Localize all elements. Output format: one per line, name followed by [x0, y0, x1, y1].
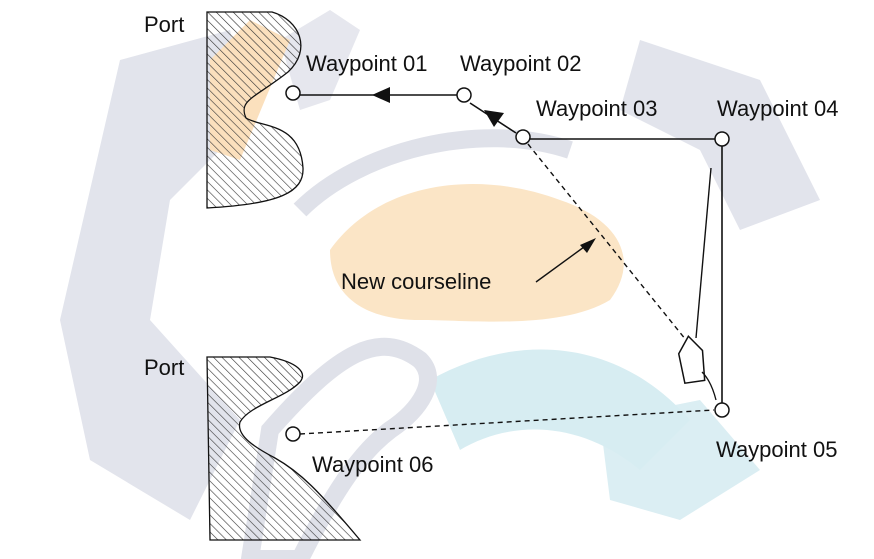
- ship-wake: [695, 167, 712, 339]
- waypoint-05-label: Waypoint 05: [716, 437, 837, 462]
- new-courseline-label: New courseline: [341, 269, 491, 294]
- waypoint-05-marker: [714, 402, 730, 418]
- waypoint-02-label: Waypoint 02: [460, 51, 581, 76]
- port-top-label: Port: [144, 12, 184, 37]
- waypoint-01-marker: [285, 85, 301, 101]
- direction-arrow-icon: [484, 110, 504, 127]
- courseline-pointer: [535, 246, 585, 283]
- watermark-emblem: [60, 10, 820, 559]
- pointer-arrowhead-icon: [580, 238, 596, 253]
- ship-icon: [677, 335, 706, 385]
- waypoint-02-marker: [456, 87, 472, 103]
- port-bottom-label: Port: [144, 355, 184, 380]
- waypoint-03-marker: [515, 129, 531, 145]
- port-bottom-coastline: [206, 356, 362, 541]
- return-route-dashed: [299, 409, 715, 435]
- direction-arrow-icon: [372, 87, 390, 103]
- waypoint-06-label: Waypoint 06: [312, 452, 433, 477]
- waypoint-01-label: Waypoint 01: [306, 51, 427, 76]
- new-courseline: [527, 143, 691, 346]
- waypoint-03-label: Waypoint 03: [536, 96, 657, 121]
- waypoint-04-marker: [714, 131, 730, 147]
- waypoint-04-label: Waypoint 04: [717, 96, 838, 121]
- turn-arc: [701, 371, 717, 401]
- port-top-coastline: [206, 11, 304, 209]
- waypoint-06-marker: [285, 426, 301, 442]
